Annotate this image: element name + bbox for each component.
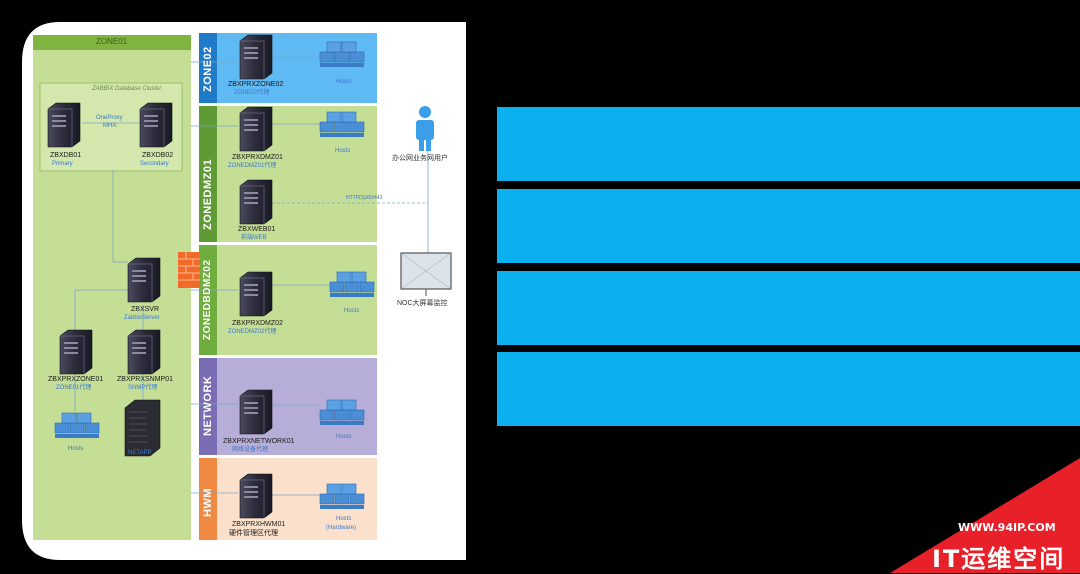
noc-screen-icon <box>400 252 452 296</box>
zone01-header <box>33 35 191 50</box>
user-icon <box>416 106 434 151</box>
zbxsvr-name: ZBXSVR <box>131 306 160 313</box>
server-zbxsvr-icon <box>127 257 161 303</box>
server-zbxdb02-icon <box>139 102 173 148</box>
content-panel-2 <box>497 189 1080 263</box>
db-cluster-title: ZABBIX Database Cluster <box>92 86 162 92</box>
zbxprxzone01-name: ZBXPRXZONE01 <box>48 376 104 383</box>
hosts-zone02-label: Hosts <box>336 79 352 85</box>
zonedbdmz02-label: ZONEDBDMZ02 <box>202 259 213 340</box>
hosts-dmz01-label: Hosts <box>335 148 351 154</box>
firewall-icon <box>178 252 200 288</box>
network-tab <box>199 358 217 455</box>
zbxweb01-sub: 前端WEB <box>241 235 267 241</box>
server-zbxprxzone02-icon <box>239 34 273 80</box>
server-zbxprxzone01-icon <box>59 329 93 375</box>
content-panel-4 <box>497 352 1080 426</box>
server-zbxprxhwm01-icon <box>239 473 273 519</box>
zbxprxsnmp01-sub: SNMP代理 <box>128 385 158 391</box>
zbxprxhwm01-sub: 硬件管理区代理 <box>229 530 278 537</box>
zonedmz01-label: ZONEDMZ01 <box>202 158 214 230</box>
zbxprxnetwork01-name: ZBXPRXNETWORK01 <box>223 438 295 445</box>
zbxprxdmz01-name: ZBXPRXDMZ01 <box>232 154 283 161</box>
zbxprxnetwork01-sub: 网络设备代理 <box>232 447 269 453</box>
office-user-label: 办公网业务网用户 <box>392 155 448 162</box>
db-link-label-2: MHA <box>103 123 117 129</box>
zone02-label: ZONE02 <box>202 46 214 92</box>
hosts-hwm-label: Hosts <box>336 516 352 522</box>
server-zbxweb01-icon <box>239 179 273 225</box>
zbxprxzone01-sub: ZONE01代理 <box>56 385 92 391</box>
server-zbxprxdmz01-icon <box>239 106 273 152</box>
zone01-label: ZONE01 <box>96 37 128 46</box>
watermark-brand: IT运维空间 <box>932 545 1066 573</box>
netapp-storage-icon <box>124 399 161 457</box>
server-zbxprxsnmp01-icon <box>127 329 161 375</box>
zbxsvr-sub: ZabbixServer <box>124 315 160 321</box>
hosts-zone01-label: Hosts <box>68 446 84 452</box>
zbxprxzone02-sub: ZONE02代理 <box>234 90 270 96</box>
zonedmz01-tab <box>199 106 217 242</box>
zbxdb01-sub: Primary <box>52 161 73 167</box>
server-zbxdb01-icon <box>47 102 81 148</box>
zbxprxzone02-name: ZBXPRXZONE02 <box>228 81 284 88</box>
zbxprxdmz01-sub: ZONEDMZ01代理 <box>228 163 277 169</box>
watermark-corner <box>890 458 1080 573</box>
hosts-hwm-sub: (Hardware) <box>326 525 357 531</box>
zbxdb01-name: ZBXDB01 <box>50 152 82 159</box>
zbxprxdmz02-sub: ZONEDMZ02代理 <box>228 329 277 335</box>
zbxdb02-name: ZBXDB02 <box>142 152 174 159</box>
db-link-label-1: OneProxy <box>96 115 123 121</box>
zbxprxsnmp01-name: ZBXPRXSNMP01 <box>117 376 174 383</box>
watermark-url: WWW.94IP.COM <box>958 521 1056 534</box>
zbxprxdmz02-name: ZBXPRXDMZ02 <box>232 320 283 327</box>
zonedbdmz02-tab <box>199 245 217 355</box>
content-panel-3 <box>497 271 1080 345</box>
content-panel-1 <box>497 107 1080 181</box>
hosts-dmz02-label: Hosts <box>344 308 360 314</box>
hosts-network-label: Hosts <box>336 434 352 440</box>
zbxweb01-name: ZBXWEB01 <box>238 226 276 233</box>
server-zbxprxnetwork01-icon <box>239 389 273 435</box>
web-link-label: HTTP(S)/80/443 <box>346 195 383 201</box>
network-label: NETWORK <box>202 375 214 436</box>
server-zbxprxdmz02-icon <box>239 271 273 317</box>
hwm-tab <box>199 458 217 540</box>
zbxdb02-sub: Secondary <box>140 161 169 167</box>
zone02-tab <box>199 33 217 103</box>
noc-label: NOC大屏幕监控 <box>397 300 448 307</box>
zbxprxhwm01-name: ZBXPRXHWM01 <box>232 521 286 528</box>
hwm-label: HWM <box>202 488 214 517</box>
netapp-label: NETAPP <box>128 450 152 456</box>
